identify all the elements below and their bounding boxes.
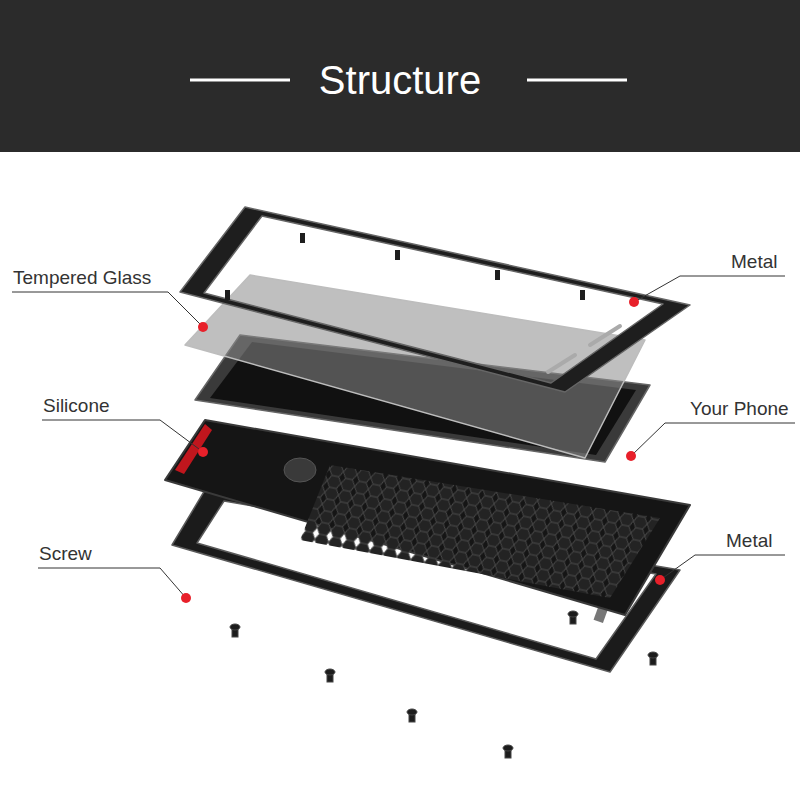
part-label: Your Phone	[689, 398, 790, 420]
title-rule	[527, 79, 627, 82]
part-label: Silicone	[42, 395, 111, 417]
callout-dots	[181, 297, 665, 603]
top-metal-frame	[180, 207, 690, 392]
leader-lines	[12, 276, 795, 598]
title-rule	[190, 79, 290, 82]
page-title: Structure	[0, 55, 800, 105]
part-label: Metal	[725, 530, 773, 552]
header-band	[0, 0, 800, 152]
screws	[230, 611, 658, 758]
part-label: Screw	[38, 543, 93, 565]
part-label: Metal	[730, 251, 778, 273]
part-label: Tempered Glass	[12, 267, 152, 289]
